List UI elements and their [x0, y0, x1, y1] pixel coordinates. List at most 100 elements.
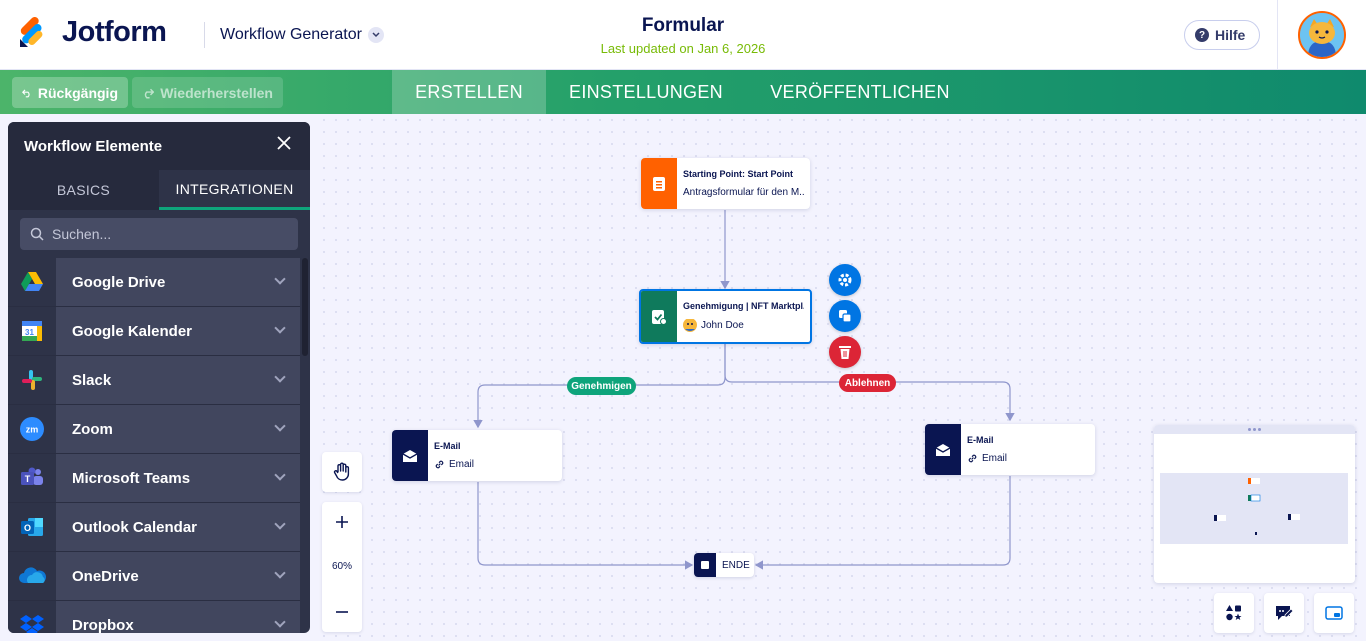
- delete-button[interactable]: [829, 336, 861, 368]
- zoom-icon: zm: [8, 405, 56, 453]
- panel-title: Workflow Elemente: [24, 137, 163, 155]
- end-node[interactable]: ENDE: [694, 553, 754, 577]
- tab-erstellen[interactable]: ERSTELLEN: [392, 70, 546, 114]
- workflow-generator-label: Workflow Generator: [220, 26, 362, 43]
- integration-label: Slack: [72, 371, 112, 389]
- link-icon: [435, 460, 444, 469]
- pan-tool-button[interactable]: [322, 452, 362, 492]
- zoom-controls: 60%: [322, 502, 362, 632]
- integration-zoom[interactable]: zm Zoom: [8, 405, 300, 454]
- svg-text:O: O: [24, 523, 31, 533]
- google-calendar-icon: 31: [8, 307, 56, 355]
- notes-button[interactable]: [1264, 593, 1304, 633]
- integration-label: Zoom: [72, 420, 113, 438]
- minus-icon: [336, 611, 348, 613]
- redo-label: Wiederherstellen: [160, 84, 273, 101]
- settings-button[interactable]: [829, 264, 861, 296]
- svg-text:31: 31: [25, 328, 34, 337]
- integration-dropbox[interactable]: Dropbox: [8, 601, 300, 633]
- email-icon: [392, 430, 428, 481]
- chevron-down-icon: [274, 518, 286, 530]
- approval-assignee: John Doe: [683, 318, 804, 332]
- header-separator: [1277, 0, 1278, 70]
- gear-icon: [838, 273, 852, 287]
- integration-list: Google Drive 31 Google Kalender Slack zm…: [8, 258, 300, 633]
- tab-integrationen[interactable]: INTEGRATIONEN: [159, 170, 310, 210]
- integration-google-kalender[interactable]: 31 Google Kalender: [8, 307, 300, 356]
- chevron-down-icon: [274, 567, 286, 579]
- workflow-generator-dropdown[interactable]: Workflow Generator: [220, 26, 384, 44]
- email-node-subtitle: Email: [967, 453, 1089, 464]
- app-header: Jotform Workflow Generator Formular Last…: [0, 0, 1366, 70]
- integration-label: Dropbox: [72, 616, 134, 634]
- logo-text: Jotform: [62, 16, 167, 48]
- integration-outlook-calendar[interactable]: O Outlook Calendar: [8, 503, 300, 552]
- svg-text:T: T: [25, 474, 31, 484]
- help-button[interactable]: ? Hilfe: [1184, 20, 1261, 50]
- tab-veroeffentlichen[interactable]: VERÖFFENTLICHEN: [770, 81, 950, 102]
- email-node-reject[interactable]: E-Mail Email: [925, 424, 1095, 475]
- approval-assignee-name: John Doe: [701, 319, 744, 331]
- chevron-down-icon: [274, 371, 286, 383]
- reject-branch-label[interactable]: Ablehnen: [839, 374, 896, 392]
- zoom-level: 60%: [331, 561, 352, 572]
- form-title-area: Formular Last updated on Jan 6, 2026: [483, 15, 883, 56]
- integration-label: OneDrive: [72, 567, 139, 585]
- chevron-down-icon: [274, 322, 286, 334]
- redo-icon: [144, 88, 155, 98]
- minimap[interactable]: [1154, 425, 1355, 583]
- tab-basics[interactable]: BASICS: [56, 182, 111, 198]
- approval-node[interactable]: Genehmigung | NFT Marktpl... John Doe: [639, 289, 812, 344]
- panel-tabs: BASICS INTEGRATIONEN: [8, 170, 310, 210]
- shapes-icon: [1226, 605, 1242, 621]
- chevron-down-icon: [274, 616, 286, 628]
- start-node[interactable]: Starting Point: Start Point Antragsformu…: [641, 158, 810, 209]
- panel-scrollbar[interactable]: [302, 258, 308, 356]
- start-node-title: Starting Point: Start Point: [683, 169, 793, 179]
- outlook-calendar-icon: O: [8, 503, 56, 551]
- close-icon[interactable]: [274, 134, 294, 154]
- jotform-logo[interactable]: Jotform: [18, 16, 167, 49]
- chevron-down-icon: [274, 469, 286, 481]
- cat-avatar-icon: [1300, 13, 1344, 57]
- elements-button[interactable]: [1214, 593, 1254, 633]
- tab-einstellungen[interactable]: EINSTELLUNGEN: [569, 81, 723, 102]
- undo-label: Rückgängig: [37, 84, 118, 101]
- form-title: Formular: [641, 15, 725, 36]
- question-icon: ?: [1195, 28, 1209, 42]
- integration-microsoft-teams[interactable]: T Microsoft Teams: [8, 454, 300, 503]
- minimap-nodes: [1214, 478, 1300, 535]
- email-node-title: E-Mail: [967, 435, 994, 445]
- search-input[interactable]: [52, 226, 282, 242]
- jotform-logo-icon: [20, 16, 43, 47]
- undo-icon: [22, 89, 30, 97]
- last-updated-text: Last updated on Jan 6, 2026: [600, 41, 766, 56]
- approval-icon: [641, 291, 677, 342]
- link-icon: [968, 454, 977, 463]
- zoom-out-button[interactable]: [326, 596, 358, 628]
- email-node-title: E-Mail: [434, 441, 461, 451]
- email-icon: [925, 424, 961, 475]
- approve-branch-label[interactable]: Genehmigen: [567, 377, 636, 395]
- onedrive-icon: [8, 552, 56, 600]
- minimap-icon: [1325, 606, 1343, 620]
- user-avatar[interactable]: [1298, 11, 1346, 59]
- minimap-drag-handle[interactable]: [1154, 425, 1355, 434]
- chevron-down-icon: [367, 27, 384, 43]
- integration-slack[interactable]: Slack: [8, 356, 300, 405]
- trash-icon: [839, 346, 851, 359]
- undo-button[interactable]: Rückgängig: [12, 77, 128, 108]
- integration-label: Outlook Calendar: [72, 518, 198, 536]
- integration-onedrive[interactable]: OneDrive: [8, 552, 300, 601]
- chevron-down-icon: [274, 420, 286, 432]
- redo-button[interactable]: Wiederherstellen: [132, 77, 283, 108]
- integration-google-drive[interactable]: Google Drive: [8, 258, 300, 307]
- duplicate-button[interactable]: [829, 300, 861, 332]
- minimap-toggle-button[interactable]: [1314, 593, 1354, 633]
- comment-edit-icon: [1276, 606, 1294, 620]
- start-node-subtitle: Antragsformular für den M...: [683, 187, 804, 198]
- help-label: Hilfe: [1215, 27, 1246, 43]
- email-node-approve[interactable]: E-Mail Email: [392, 430, 562, 481]
- zoom-in-button[interactable]: [326, 506, 358, 538]
- integration-label: Microsoft Teams: [72, 469, 191, 487]
